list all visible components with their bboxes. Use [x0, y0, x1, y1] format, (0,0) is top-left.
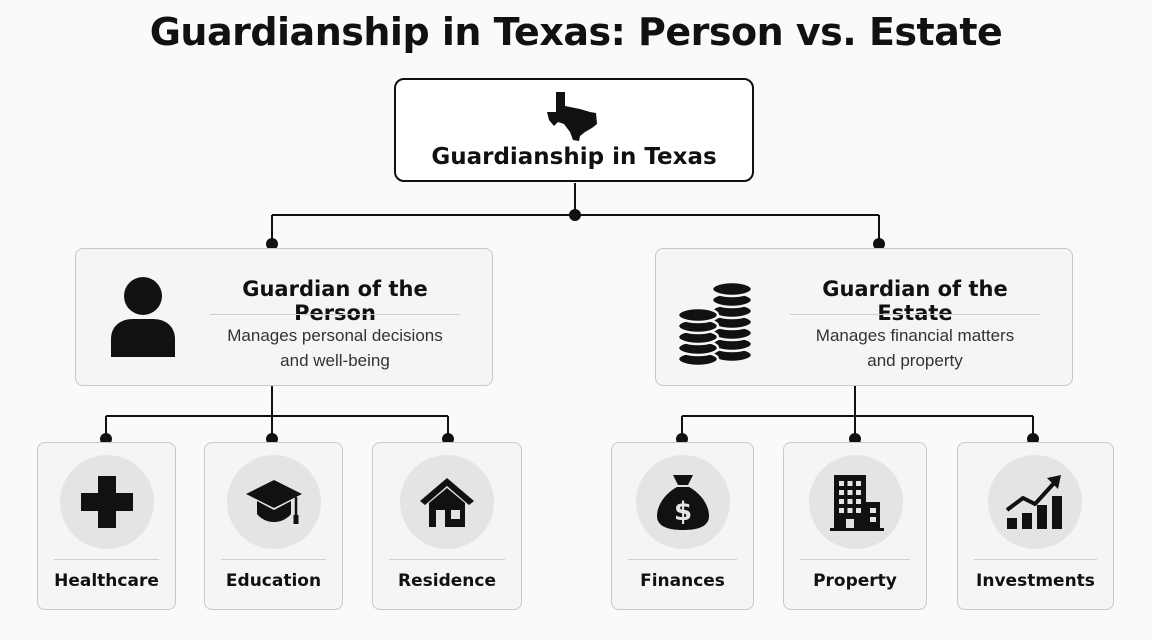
divider	[221, 559, 326, 560]
connector-dot	[873, 238, 885, 250]
branch-description: Manages personal decisions and well-bein…	[227, 326, 443, 370]
branch-guardian-of-estate: Guardian of the Estate Manages financial…	[655, 248, 1073, 386]
branch-title: Guardian of the Estate	[822, 277, 1008, 325]
card-residence: Residence	[372, 442, 522, 610]
card-investments: Investments	[957, 442, 1114, 610]
icon-circle	[227, 455, 321, 549]
divider	[54, 559, 159, 560]
card-label: Residence	[398, 571, 496, 591]
branch-description: Manages financial matters and property	[815, 326, 1015, 370]
card-label: Education	[225, 571, 322, 591]
icon-circle: $	[636, 455, 730, 549]
person-icon	[111, 277, 175, 357]
card-label: Property	[813, 571, 897, 591]
divider	[790, 314, 1040, 315]
svg-text:$: $	[674, 497, 692, 527]
connector-dot	[569, 209, 581, 221]
connector-dot	[266, 238, 278, 250]
card-property: Property	[783, 442, 927, 610]
card-healthcare: Healthcare	[37, 442, 176, 610]
icon-circle	[809, 455, 903, 549]
icon-circle	[988, 455, 1082, 549]
branch-title: Guardian of the Person	[242, 277, 428, 325]
coin-stacks-icon	[676, 280, 754, 367]
divider	[628, 559, 737, 560]
divider	[974, 559, 1097, 560]
diagram-title: Guardianship in Texas: Person vs. Estate	[149, 10, 1003, 54]
divider	[389, 559, 505, 560]
chart-growth-icon	[1005, 475, 1062, 529]
house-icon	[420, 478, 474, 527]
card-label: Healthcare	[54, 571, 159, 591]
card-label: Investments	[976, 571, 1095, 591]
building-icon	[830, 475, 884, 531]
medical-cross-icon	[81, 476, 133, 528]
card-education: Education	[204, 442, 343, 610]
icon-circle	[60, 455, 154, 549]
root-label: Guardianship in Texas	[431, 144, 717, 170]
divider	[800, 559, 910, 560]
branch-guardian-of-person: Guardian of the Person Manages personal …	[75, 248, 493, 386]
texas-state-icon	[547, 92, 597, 141]
money-bag-icon: $	[657, 475, 709, 530]
graduation-cap-icon	[246, 480, 302, 524]
icon-circle	[400, 455, 494, 549]
divider	[210, 314, 460, 315]
card-label: Finances	[640, 571, 725, 591]
card-finances: $ Finances	[611, 442, 754, 610]
root-node: Guardianship in Texas	[394, 78, 754, 182]
